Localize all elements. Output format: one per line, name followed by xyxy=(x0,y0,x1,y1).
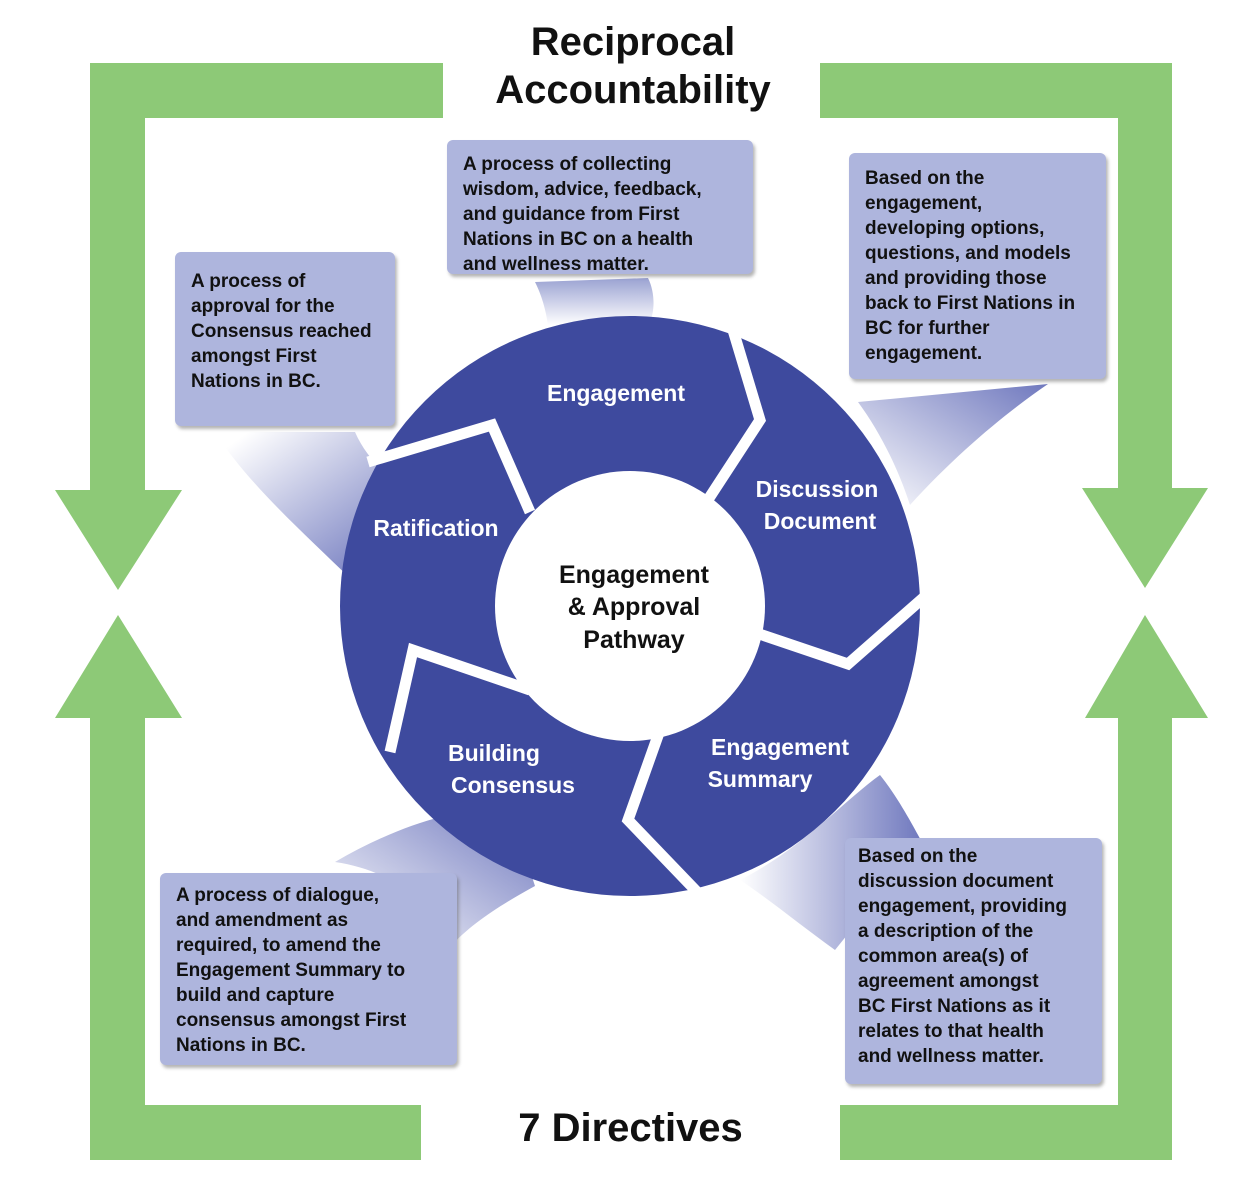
pathway-ring xyxy=(340,316,934,899)
ratification-connector xyxy=(215,432,380,580)
consensus-description-box: A process of dialogue, and amendment as … xyxy=(160,873,457,1065)
header-title-line1: Reciprocal xyxy=(530,20,736,64)
segment-label-document: Document xyxy=(764,508,877,534)
center-label-line2: & Approval xyxy=(568,593,700,621)
segment-label-engagement: Engagement xyxy=(547,380,685,406)
top-left-arrow xyxy=(55,63,443,590)
center-label-line1: Engagement xyxy=(559,561,710,589)
footer-title: 7 Directives xyxy=(518,1106,743,1150)
engagement-connector xyxy=(535,278,654,325)
ratification-description: A process of approval for the Consensus … xyxy=(191,271,372,392)
consensus-description: A process of dialogue, and amendment as … xyxy=(176,885,407,1056)
summary-description-box: Based on the discussion document engagem… xyxy=(845,838,1102,1084)
discussion-description: Based on the engagement, developing opti… xyxy=(865,168,1076,364)
summary-description: Based on the discussion document engagem… xyxy=(858,846,1068,1067)
bottom-right-arrow xyxy=(840,615,1208,1160)
header-title-line2: Accountability xyxy=(495,68,771,112)
divider-ratification-engagement xyxy=(366,418,536,515)
segment-label-summary-line2: Summary xyxy=(708,766,813,792)
divider-engagement-discussion xyxy=(695,318,767,516)
bottom-left-arrow xyxy=(55,615,421,1160)
ratification-description-box: A process of approval for the Consensus … xyxy=(175,252,395,426)
segment-label-ratification: Ratification xyxy=(373,515,498,541)
engagement-description-box: A process of collecting wisdom, advice, … xyxy=(447,140,753,275)
segment-label-consensus-line1: Building xyxy=(448,740,540,766)
top-right-arrow xyxy=(820,63,1208,588)
header-title: Reciprocal Accountability xyxy=(443,18,823,114)
divider-summary-consensus xyxy=(621,728,704,899)
segment-label-summary-line1: Engagement xyxy=(711,734,849,760)
discussion-description-box: Based on the engagement, developing opti… xyxy=(849,153,1106,379)
divider-consensus-ratification xyxy=(384,642,532,754)
center-label: Engagement & Approval Pathway xyxy=(559,561,710,654)
segment-label-consensus-line2: Consensus xyxy=(451,772,575,798)
green-cycle-arrows xyxy=(55,63,1208,1160)
center-label-line3: Pathway xyxy=(583,626,685,654)
discussion-connector xyxy=(858,384,1048,505)
engagement-description: A process of collecting wisdom, advice, … xyxy=(463,154,702,275)
summary-connector xyxy=(740,775,922,950)
segment-label-discussion: Discussion xyxy=(756,476,879,502)
